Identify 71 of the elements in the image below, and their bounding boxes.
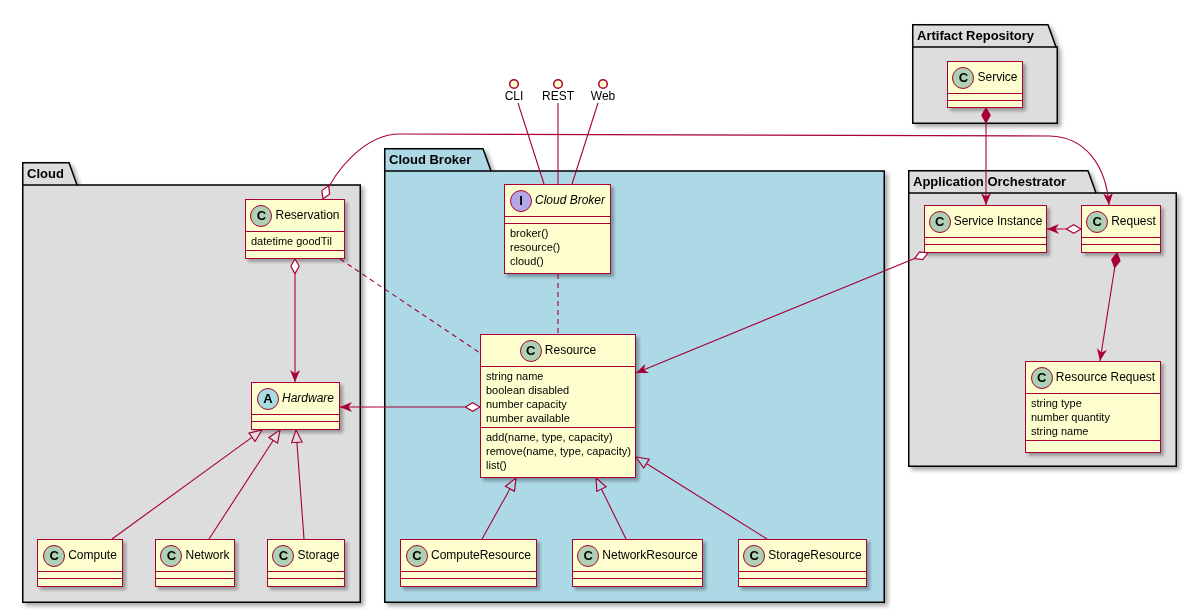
package-name: Cloud xyxy=(27,165,64,182)
dashed-line xyxy=(339,258,481,354)
package-name: Cloud Broker xyxy=(389,151,472,168)
class-box xyxy=(1025,361,1161,453)
class-box xyxy=(400,539,537,587)
aggregation-arrow xyxy=(290,258,300,383)
dashed-line xyxy=(557,273,559,335)
package-folder xyxy=(912,24,1058,124)
interface-name: Web xyxy=(590,89,616,103)
package-folder xyxy=(22,162,361,603)
class-box xyxy=(1081,205,1161,253)
class-name: NetworkResource xyxy=(602,548,698,563)
aggregation-arrow xyxy=(635,251,929,374)
connector-line xyxy=(557,102,559,185)
interface-box xyxy=(504,184,611,274)
connector-line xyxy=(571,102,599,185)
composition-arrow xyxy=(981,107,991,206)
inheritance-arrow xyxy=(291,429,305,540)
package-folder xyxy=(908,170,1177,467)
class-name: Resource Request xyxy=(1055,370,1156,385)
class-name: Storage xyxy=(297,548,340,563)
class-name: Compute xyxy=(68,548,117,563)
class-name: Resource xyxy=(544,343,597,358)
class-box xyxy=(738,539,867,587)
method-text: add(name, type, capacity) xyxy=(486,430,613,444)
method-text: remove(name, type, capacity) xyxy=(486,444,631,458)
abstract-class-box xyxy=(251,382,340,430)
inheritance-arrow xyxy=(111,429,263,540)
composition-arrow xyxy=(1096,252,1121,362)
class-name: ComputeResource xyxy=(430,548,532,563)
class-name: Reservation xyxy=(275,208,340,223)
attribute-text: number capacity xyxy=(486,397,567,411)
class-name: Request xyxy=(1111,214,1156,229)
attribute-text: string name xyxy=(486,369,544,383)
inheritance-arrow xyxy=(635,456,768,540)
class-name: Cloud Broker xyxy=(535,193,605,208)
interface-name: CLI xyxy=(504,89,524,103)
aggregation-arrow xyxy=(339,402,481,412)
method-text: cloud() xyxy=(510,254,544,268)
inheritance-arrow xyxy=(481,477,517,540)
class-box xyxy=(947,61,1023,108)
method-text: broker() xyxy=(510,226,549,240)
class-box xyxy=(245,199,345,259)
class-name: Service xyxy=(977,70,1018,85)
class-name: Network xyxy=(185,548,230,563)
attribute-text: string name xyxy=(1031,424,1089,438)
method-text: list() xyxy=(486,458,507,472)
attribute-text: number quantity xyxy=(1031,410,1110,424)
class-name: Service Instance xyxy=(953,214,1043,229)
connector-line xyxy=(517,102,545,185)
class-box xyxy=(480,334,636,478)
aggregation-arrow xyxy=(1046,224,1082,234)
attribute-text: boolean disabled xyxy=(486,383,570,397)
class-name: StorageResource xyxy=(768,548,862,563)
inheritance-arrow xyxy=(208,429,281,540)
interface-name: REST xyxy=(542,89,574,103)
attribute-text: datetime goodTil xyxy=(251,234,332,248)
package-name: Application Orchestrator xyxy=(913,173,1067,190)
class-box xyxy=(155,539,235,587)
class-box xyxy=(37,539,123,587)
class-box xyxy=(924,205,1047,253)
attribute-text: string type xyxy=(1031,396,1082,410)
class-box xyxy=(267,539,345,587)
inheritance-arrow xyxy=(595,477,627,540)
class-box xyxy=(572,539,703,587)
attribute-text: number available xyxy=(486,411,570,425)
package-name: Artifact Repository xyxy=(917,27,1035,44)
method-text: resource() xyxy=(510,240,561,254)
aggregation-arrow xyxy=(321,133,1113,206)
package-folder xyxy=(384,148,885,603)
class-name: Hardware xyxy=(282,391,334,406)
